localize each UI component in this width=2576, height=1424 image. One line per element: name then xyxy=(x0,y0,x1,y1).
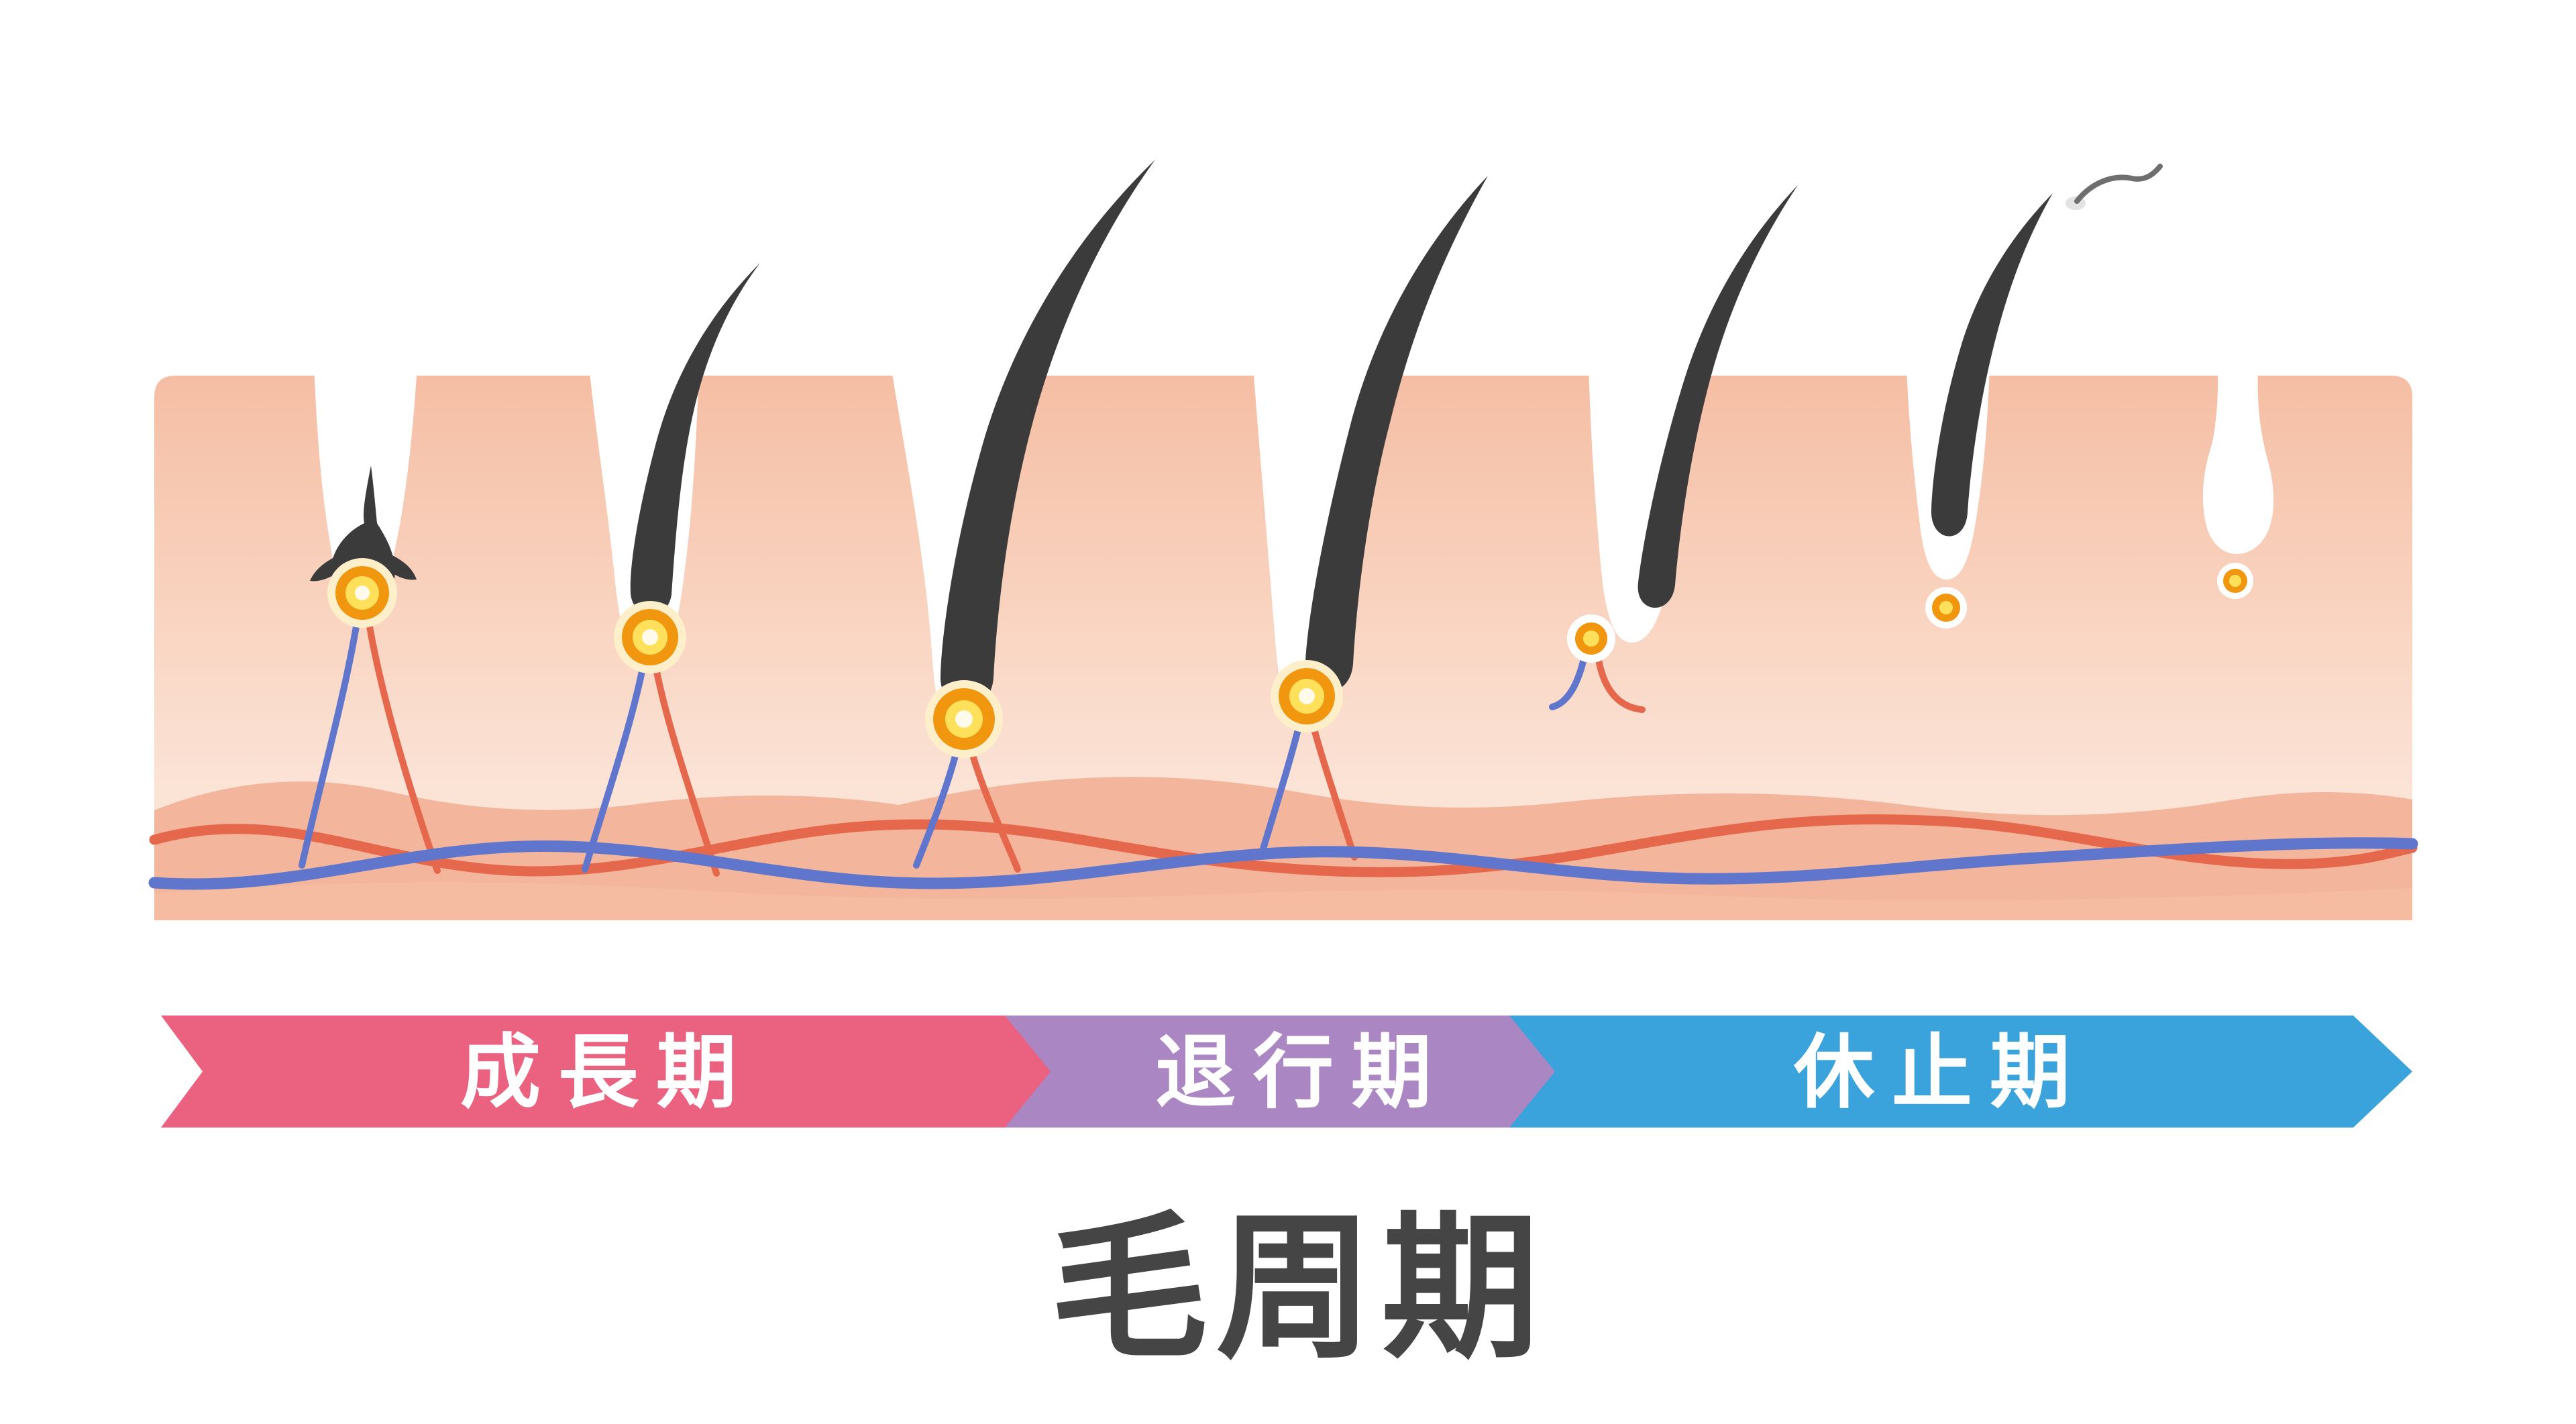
follicle-catagen xyxy=(1549,185,1798,713)
follicle-early-anagen xyxy=(299,366,441,874)
papilla-core xyxy=(355,586,370,600)
page-title: 毛周期 xyxy=(1051,1200,1548,1376)
papilla-core xyxy=(642,629,658,645)
phase-label-regression: 退行期 xyxy=(1155,1028,1449,1117)
papilla-mid xyxy=(1939,601,1953,614)
phase-timeline: 成長期 退行期 休止期 xyxy=(161,1016,2412,1128)
follicle-artery xyxy=(1309,718,1358,861)
hair-club-shaft xyxy=(1638,185,1798,608)
follicle-vein xyxy=(913,743,961,869)
follicle-late-anagen xyxy=(1253,176,1488,861)
phase-label-growth: 成長期 xyxy=(460,1028,754,1117)
follicle-vein-retracting xyxy=(1549,653,1588,710)
phase-arrow-resting xyxy=(1509,1016,2412,1128)
papilla-core xyxy=(1299,688,1315,704)
hair-shaft xyxy=(630,263,760,614)
follicle-telogen xyxy=(1907,193,2053,628)
follicle-artery-retracting xyxy=(1595,653,1646,713)
follicle-pocket xyxy=(2202,366,2274,554)
follicle-artery xyxy=(364,611,441,874)
vein-line xyxy=(148,837,2418,890)
follicle-shed-empty xyxy=(2065,164,2274,599)
follicle-artery xyxy=(967,743,1021,873)
shed-hair-strand xyxy=(2074,164,2163,204)
phase-arrow-regression xyxy=(1005,1016,1556,1128)
phase-arrow-growth xyxy=(161,1016,1052,1128)
follicle-full-anagen xyxy=(891,160,1155,873)
follicle-artery xyxy=(651,658,720,877)
phase-label-resting: 休止期 xyxy=(1793,1028,2088,1117)
papilla-mid xyxy=(2229,575,2241,587)
papilla-mid xyxy=(1583,631,1599,647)
hair-sprout-fin-right xyxy=(389,555,417,580)
follicle-vein xyxy=(1258,718,1303,857)
papilla-core xyxy=(955,710,973,728)
dermis-deep-layer xyxy=(154,882,2412,920)
hair-club-shaft xyxy=(1931,193,2053,537)
follicle-vein xyxy=(299,611,362,869)
shed-hair xyxy=(2065,164,2163,210)
hair-shaft xyxy=(940,160,1155,708)
hair-sprout-fin-left xyxy=(310,557,338,582)
hair-shaft xyxy=(1305,176,1488,692)
